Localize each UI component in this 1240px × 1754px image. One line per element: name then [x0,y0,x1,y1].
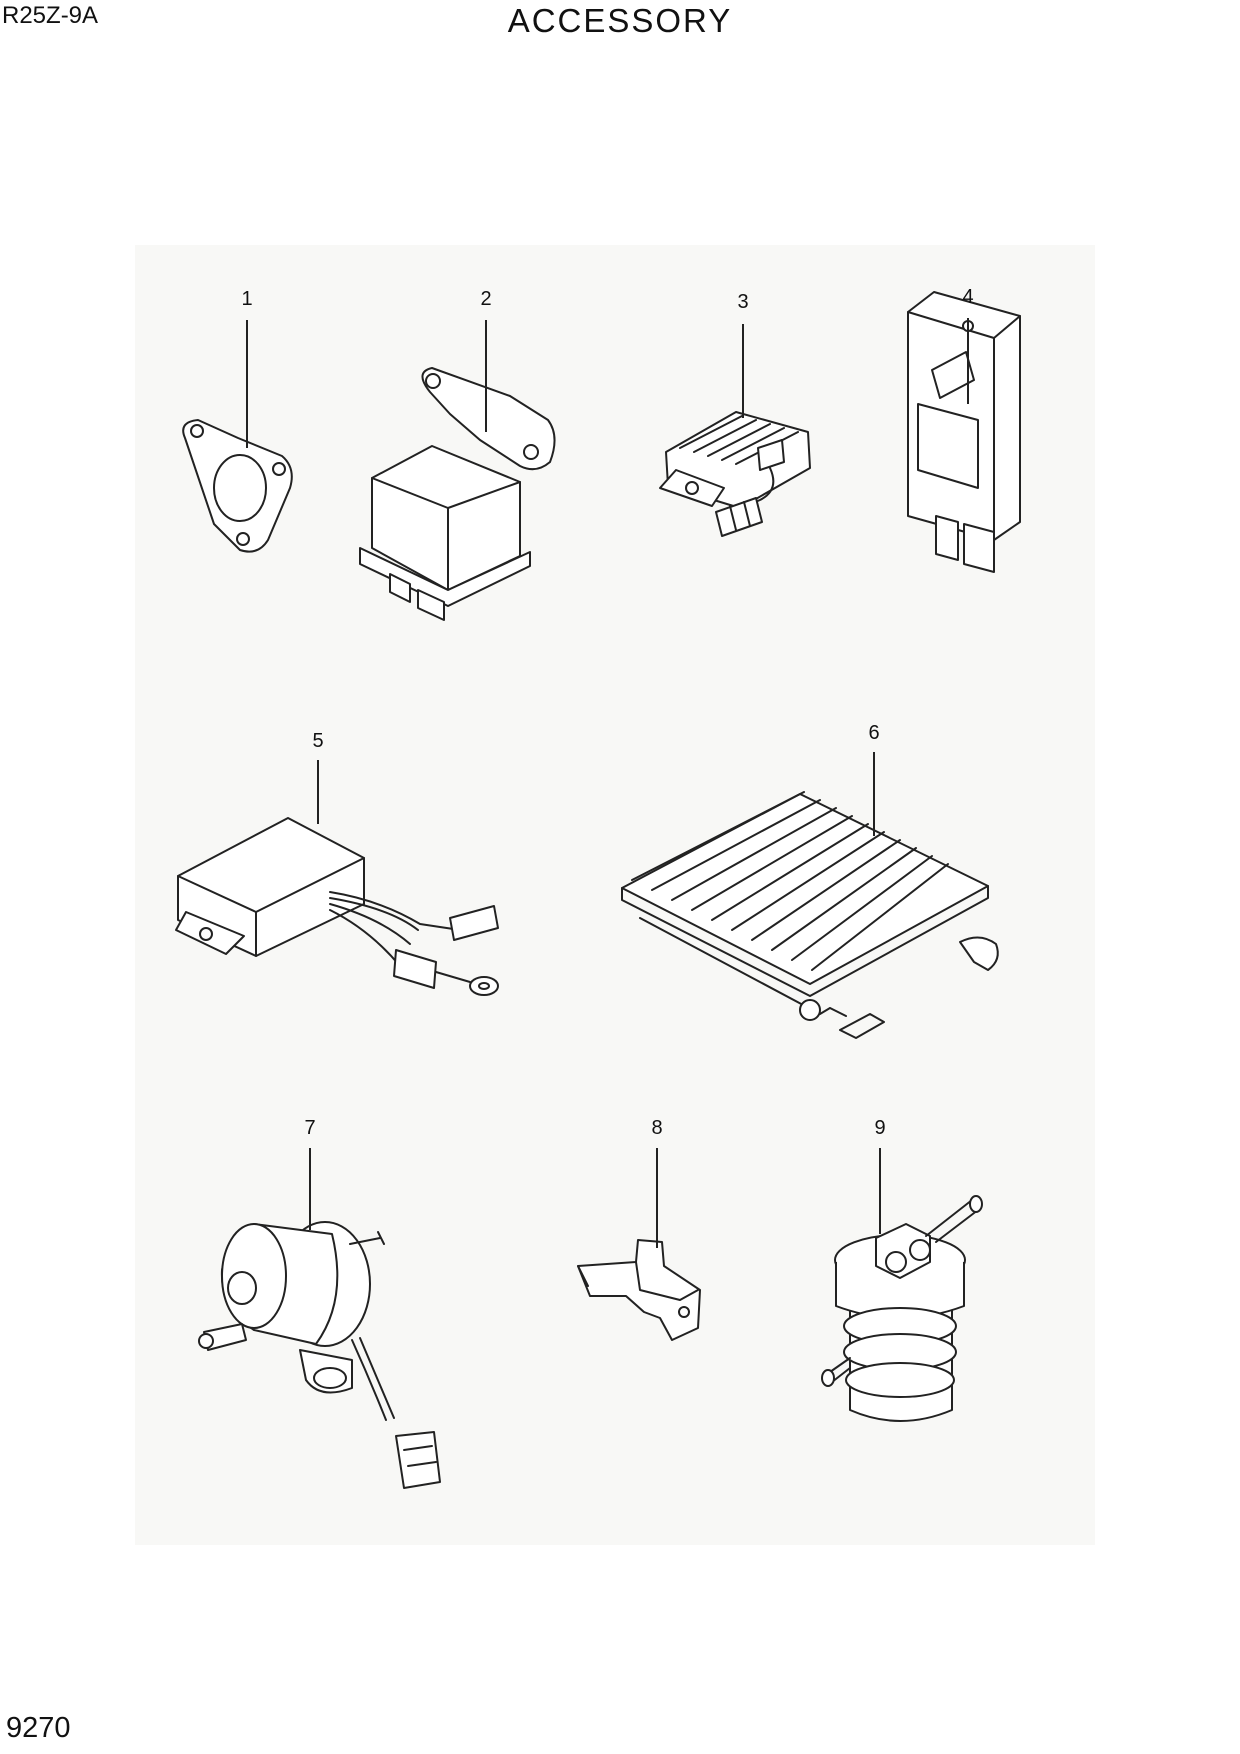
part-8-clip [577,1239,701,1341]
callout-8: 8 [651,1117,662,1139]
page-number: 9270 [6,1712,71,1744]
part-1-gasket [182,419,293,553]
callout-2: 2 [480,288,491,310]
callout-4: 4 [962,286,973,308]
callout-6: 6 [868,722,879,744]
page-title: ACCESSORY [507,2,733,39]
part-7-fuel-pump [198,1221,441,1489]
part-3-regulator [659,411,811,537]
callout-5: 5 [312,730,323,752]
part-6-oil-cooler [621,791,999,1039]
callout-9: 9 [874,1117,885,1139]
callout-1: 1 [241,288,252,310]
model-code: R25Z-9A [2,2,99,29]
part-2-relay [359,367,556,621]
callout-3: 3 [737,291,748,313]
part-5-module [175,817,499,996]
callout-7: 7 [304,1117,315,1139]
part-9-fuel-filter [821,1195,983,1422]
part-4-controller [907,291,1021,573]
